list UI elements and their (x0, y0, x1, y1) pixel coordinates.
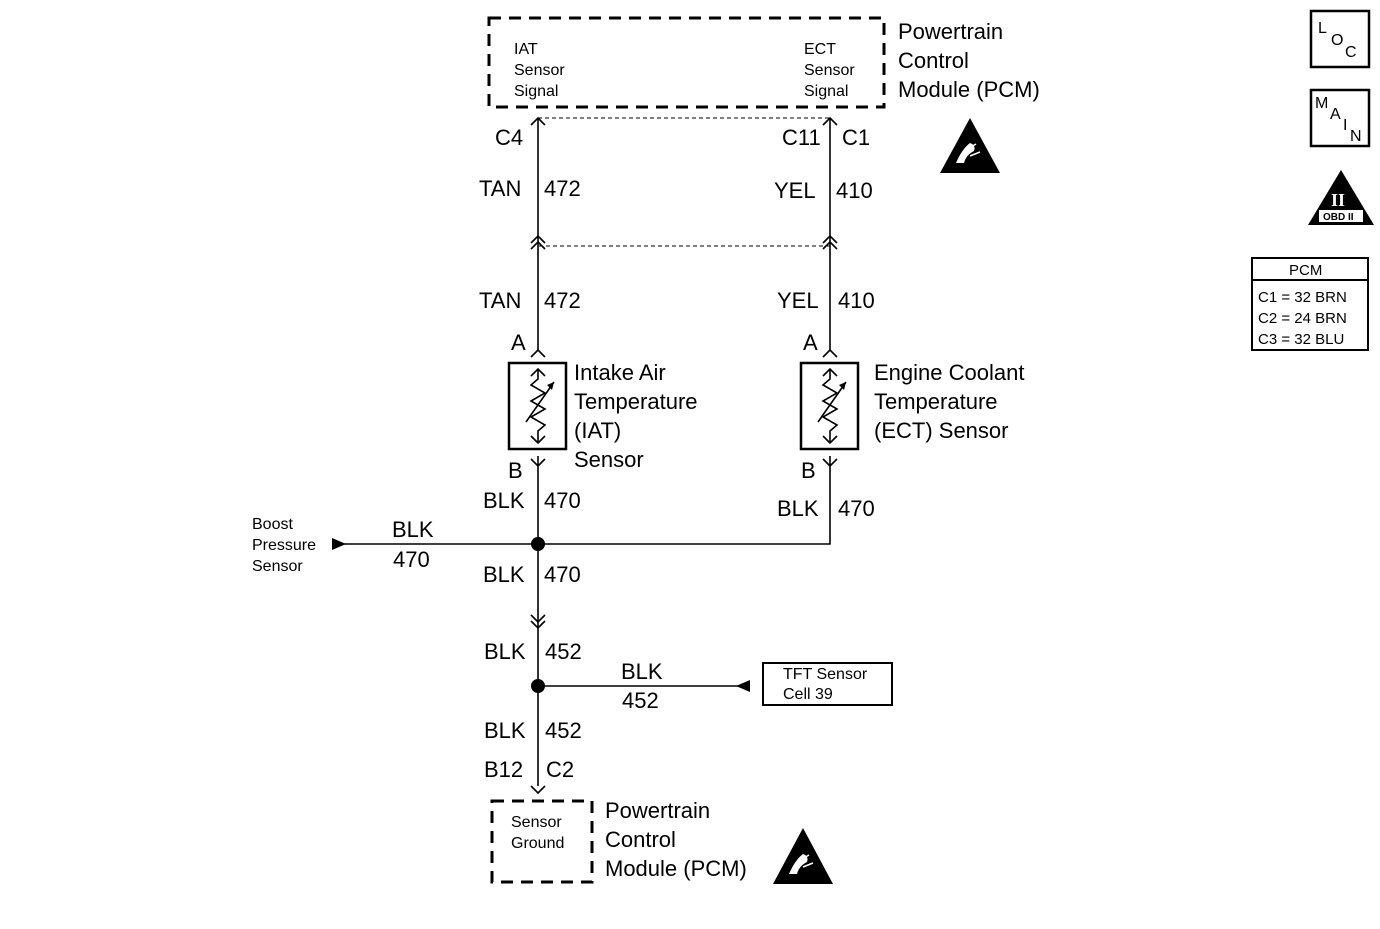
tft-sensor-box (762, 662, 893, 706)
iat-signal-label: IAT Sensor Signal (514, 41, 569, 100)
wire-color-blk-b-right: BLK (777, 496, 819, 521)
pcm-bottom-title: Powertrain Control Module (PCM) (605, 798, 747, 881)
pcm-bottom-box (490, 799, 594, 884)
wire-num-452-upper: 452 (545, 639, 582, 664)
wire-num-452-tft: 452 (622, 688, 659, 713)
wire-color-yel-upper: YEL (774, 178, 816, 203)
sensor-ground-label: Sensor Ground (511, 814, 566, 852)
pin-c11: C11 (782, 125, 821, 150)
pcm-table-row: C2 = 24 BRN (1258, 310, 1347, 327)
obd-label: OBD II (1323, 212, 1354, 223)
iat-sensor-label: Intake Air Temperature (IAT) Sensor (574, 360, 704, 472)
wire-num-470-b-left: 470 (544, 488, 581, 513)
loc-letter-c: C (1345, 44, 1357, 61)
wire-color-yel-lower: YEL (777, 288, 819, 313)
wire-num-470-down: 470 (544, 562, 581, 587)
wire-num-472-upper: 472 (544, 176, 581, 201)
wire-num-410-upper: 410 (836, 178, 873, 203)
ect-sensor-label: Engine Coolant Temperature (ECT) Sensor (874, 360, 1031, 443)
arrow-left-icon (332, 538, 346, 550)
pin-c1: C1 (842, 125, 870, 150)
esd-warning-icon (773, 828, 833, 884)
thermistor-icon (525, 367, 555, 445)
wire-blk-470-ect (538, 456, 831, 545)
wire-num-472-lower: 472 (544, 288, 581, 313)
wire-color-blk-b-left: BLK (483, 488, 525, 513)
pcm-top-box (487, 16, 886, 109)
wire-color-blk-452-lower: BLK (484, 718, 526, 743)
thermistor-icon (817, 367, 847, 445)
wire-num-452-lower: 452 (545, 718, 582, 743)
main-letter-n: N (1350, 128, 1362, 145)
pin-b12: B12 (484, 757, 523, 782)
pcm-top-title: Powertrain Control Module (PCM) (898, 19, 1040, 102)
wire-color-blk-452-upper: BLK (484, 639, 526, 664)
tft-sensor-label: TFT Sensor Cell 39 (783, 666, 872, 703)
main-letter-i: I (1343, 117, 1347, 134)
wire-color-blk-down: BLK (483, 562, 525, 587)
loc-letter-o: O (1331, 32, 1343, 49)
boost-pressure-sensor-label: Boost Pressure Sensor (252, 516, 320, 575)
wire-color-tan-upper: TAN (479, 176, 521, 201)
pin-b-left: B (508, 458, 523, 483)
pcm-connector-table: PCM C1 = 32 BRN C2 = 24 BRN C3 = 32 BLU (1251, 257, 1369, 351)
pcm-table-header: PCM (1289, 262, 1322, 279)
splice-470 (531, 537, 545, 551)
main-icon (1309, 88, 1371, 148)
loc-icon (1309, 9, 1371, 69)
obd-numeral: II (1331, 190, 1345, 210)
wire-color-blk-tft: BLK (621, 659, 663, 684)
pcm-table-row: C1 = 32 BRN (1258, 289, 1347, 306)
main-letter-a: A (1330, 106, 1341, 123)
esd-warning-icon (940, 118, 1000, 173)
loc-letter-l: L (1318, 20, 1327, 37)
pin-a-right: A (803, 330, 818, 355)
pcm-table-row: C3 = 32 BLU (1258, 331, 1344, 348)
wire-color-blk-boost: BLK (392, 517, 434, 542)
wire-num-470-boost: 470 (393, 547, 430, 572)
pin-c4: C4 (495, 125, 523, 150)
wire-num-470-b-right: 470 (838, 496, 875, 521)
arrow-left-icon (736, 680, 750, 692)
pin-b-right: B (801, 458, 816, 483)
pin-c2: C2 (546, 757, 574, 782)
ect-signal-label: ECT Sensor Signal (804, 41, 859, 100)
obd-ii-icon: II OBD II (1308, 170, 1374, 225)
main-letter-m: M (1315, 95, 1328, 112)
wire-num-410-lower: 410 (838, 288, 875, 313)
pin-a-left: A (511, 330, 526, 355)
wire-color-tan-lower: TAN (479, 288, 521, 313)
